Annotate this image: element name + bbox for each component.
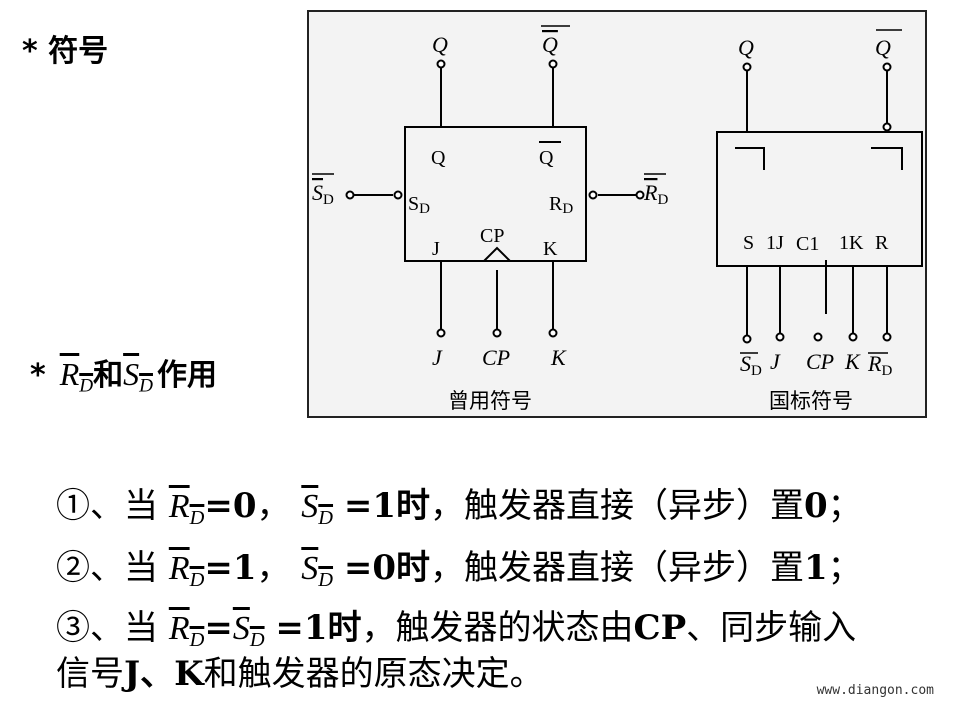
intl-label-cp: CP: [806, 349, 834, 374]
intl-label-q-left: Q: [738, 35, 754, 60]
intl-pin-q-right: [882, 62, 892, 72]
old-symbol-box: [404, 126, 587, 262]
rule-1: ①、当 RD=0， SD =1时，触发器直接（异步）置0；: [56, 486, 862, 530]
heading-rd-sd-function: * RD 和 SD 作用: [30, 350, 217, 398]
pin-q-left: [436, 59, 446, 69]
label-sd-outer: SD: [312, 180, 334, 208]
intl-pin-q-left: [742, 62, 752, 72]
heading-function: 作用: [156, 358, 217, 393]
label-rd-outer: RD: [643, 180, 668, 208]
intl-symbol-box: [716, 131, 923, 267]
label-k-outer: K: [550, 345, 567, 370]
sd-symbol: SD: [301, 550, 334, 592]
watermark: www.diangon.com: [816, 683, 934, 698]
inner-rd: RD: [549, 193, 573, 217]
pin-rd: [635, 190, 645, 200]
heading-star: *: [30, 358, 46, 393]
pin-j: [436, 328, 446, 338]
label-q-right: Q: [542, 32, 558, 57]
label-q-left: Q: [432, 32, 448, 57]
pin-sd: [345, 190, 355, 200]
rd-symbol: RD: [168, 488, 205, 530]
rule-3-line-2: 信号J、K和触发器的原态决定。: [56, 654, 544, 694]
intl-pin-sd: [742, 334, 752, 344]
intl-pin-j: [775, 332, 785, 342]
intl-label-rd: RD: [867, 351, 892, 379]
diagram-panel: [307, 10, 927, 418]
pin-k: [548, 328, 558, 338]
inner-cp: CP: [480, 225, 504, 247]
inner-sd: SD: [408, 193, 430, 217]
label-j-outer: J: [432, 345, 443, 370]
pin-cp: [492, 328, 502, 338]
inner-j: J: [432, 238, 440, 260]
sd-symbol: SD: [232, 610, 265, 652]
intl-label-sd: SD: [740, 351, 762, 379]
rd-symbol: RD: [59, 356, 94, 397]
intl-inner-c1: C1: [796, 233, 819, 255]
intl-inner-r: R: [875, 232, 889, 254]
intl-pin-k: [848, 332, 858, 342]
bubble-sd: [393, 190, 403, 200]
heading-and: 和: [93, 358, 124, 393]
sd-symbol: SD: [123, 356, 153, 397]
label-cp-outer: CP: [482, 345, 510, 370]
sd-symbol: SD: [301, 488, 334, 530]
rd-symbol: RD: [168, 550, 205, 592]
intl-label-j: J: [770, 349, 781, 374]
bubble-rd: [588, 190, 598, 200]
rule-2: ②、当 RD=1， SD =0时，触发器直接（异步）置1；: [56, 548, 862, 592]
intl-pin-cp: [813, 332, 823, 342]
intl-pin-rd: [882, 332, 892, 342]
intl-inner-1k: 1K: [839, 232, 864, 254]
intl-inner-s: S: [743, 232, 754, 254]
heading-symbol: * 符号: [22, 34, 109, 69]
caption-intl-symbol: 国标符号: [769, 389, 853, 413]
pin-q-right: [548, 59, 558, 69]
intl-label-q-right: Q: [875, 35, 891, 60]
intl-inner-1j: 1J: [766, 232, 784, 254]
rule-3: ③、当 RD=SD =1时，触发器的状态由CP、同步输入: [56, 608, 857, 652]
intl-label-k: K: [844, 349, 861, 374]
caption-old-symbol: 曾用符号: [448, 389, 532, 413]
rd-symbol: RD: [168, 610, 205, 652]
intl-bubble-qbar: [882, 122, 892, 132]
inner-k: K: [543, 238, 558, 260]
inner-q-left: Q: [431, 147, 446, 169]
inner-q-right: Q: [539, 147, 554, 169]
jk-flipflop-diagram: Q Q SD RD J CP K Q Q SD RD J CP K Q Q SD…: [312, 25, 923, 413]
